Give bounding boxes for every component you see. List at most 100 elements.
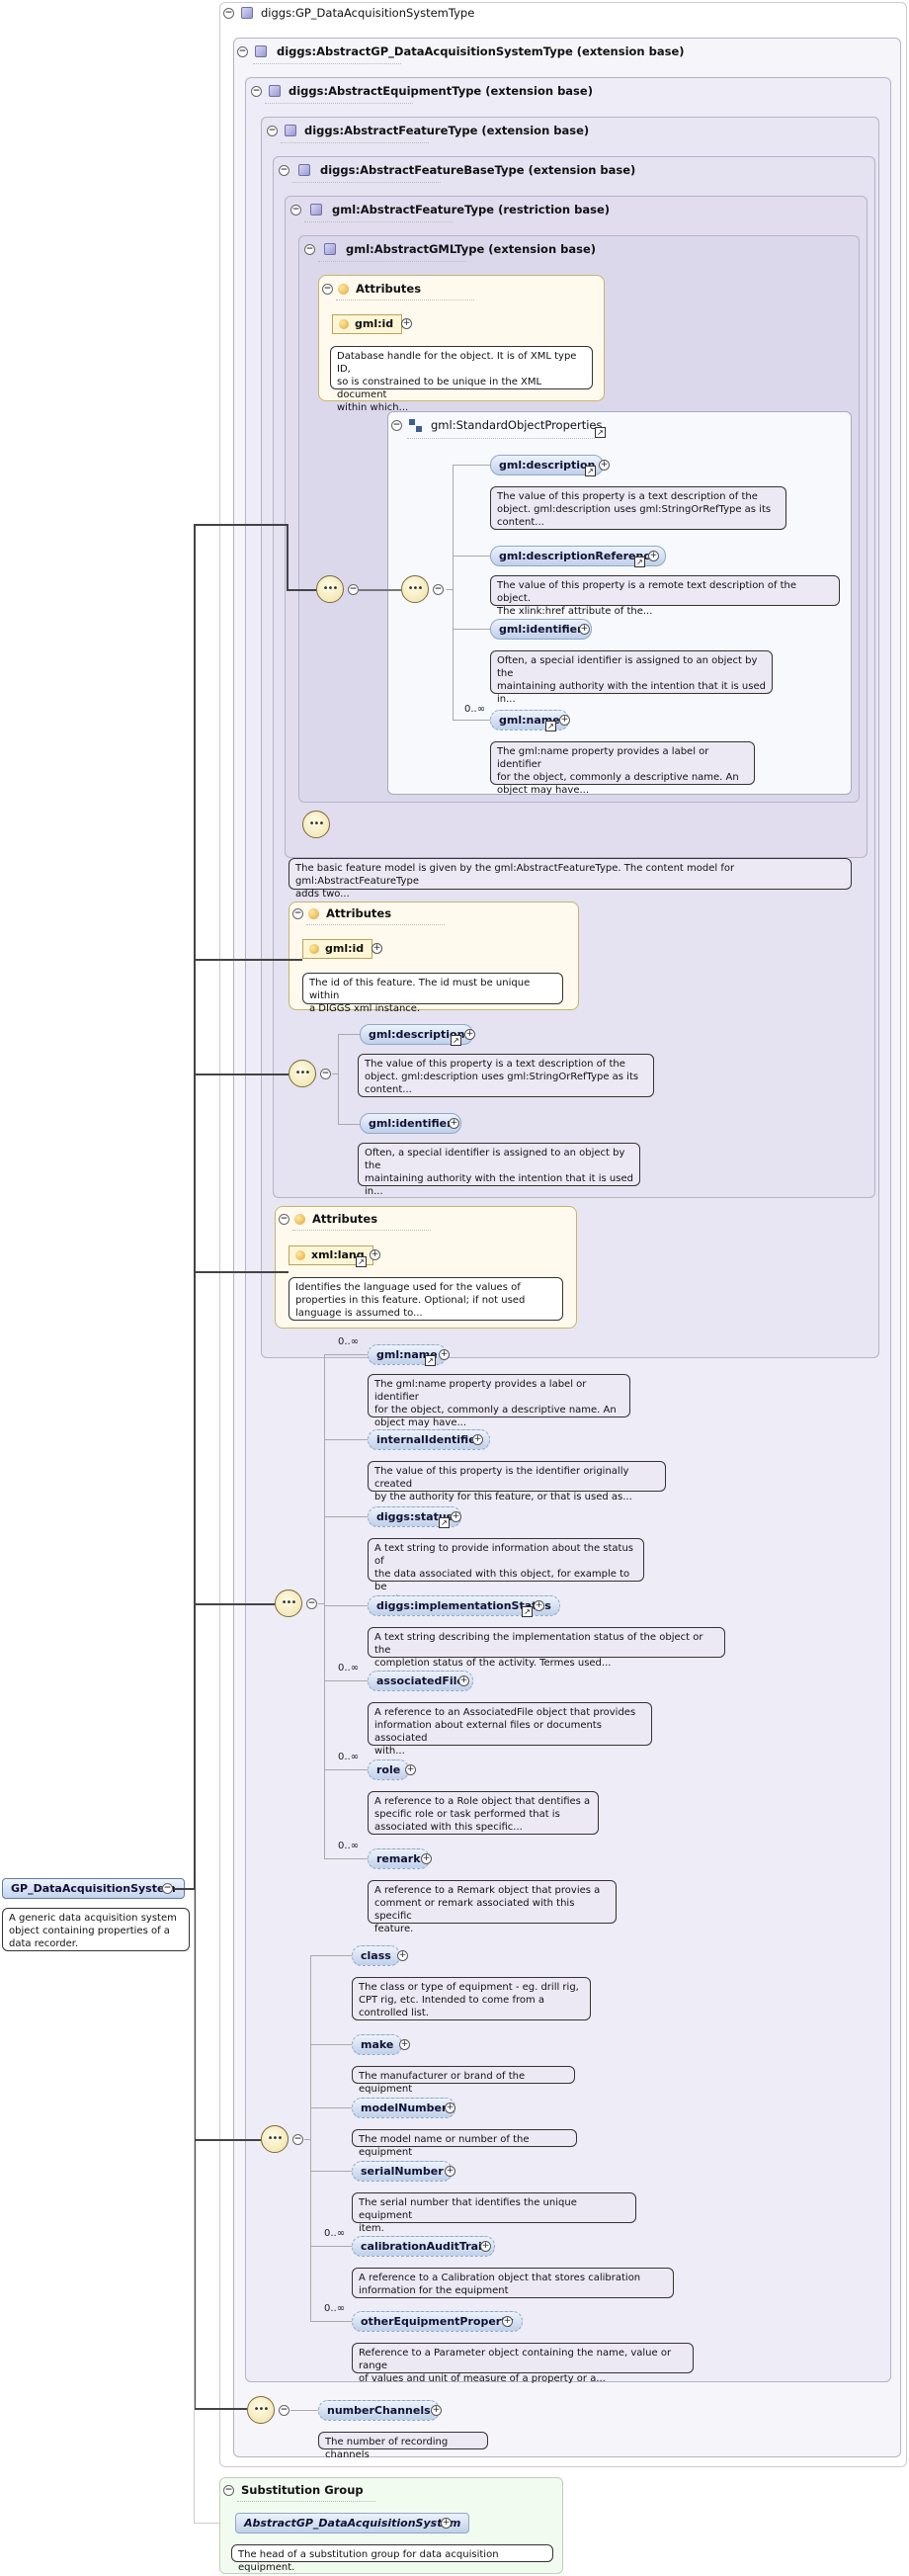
collapse-toggle[interactable]: − [306,1598,317,1609]
attribute-gml-id[interactable]: gml:id [332,314,403,334]
expand-icon[interactable]: + [372,943,382,954]
doc-line: data recorder. [9,1938,79,1949]
connector-line [310,1955,311,2321]
collapse-toggle[interactable]: − [322,284,333,295]
connector-line [324,1516,368,1517]
expand-icon[interactable]: + [445,2166,455,2177]
element-abstract-gp-data-acquisition-system[interactable]: AbstractGP_DataAcquisitionSystem [235,2513,470,2533]
element-role[interactable]: role [368,1760,410,1780]
element-class[interactable]: class [352,1945,400,1966]
collapse-toggle[interactable]: − [292,2134,303,2145]
element-make[interactable]: make [352,2034,403,2055]
doc-line: object may have... [497,785,590,796]
element-remark[interactable]: remark [368,1848,430,1869]
doc-line: The value of this property is a remote t… [497,580,797,604]
attribute-xml-lang[interactable]: xml:lang [289,1245,373,1265]
link-icon[interactable]: ↗ [425,1355,436,1366]
doc-line: The gml:name property provides a label o… [497,746,709,770]
element-gml-description[interactable]: gml:description [360,1024,474,1045]
element-other-equipment-property[interactable]: otherEquipmentProperty [352,2311,523,2332]
collapse-toggle[interactable]: − [433,584,444,595]
link-icon[interactable]: ↗ [545,721,556,731]
element-doc: Reference to a Parameter object containi… [352,2343,694,2384]
sequence-icon: ••• [261,2125,289,2153]
expand-icon[interactable]: + [458,1675,469,1686]
expand-icon[interactable]: + [464,1029,475,1040]
link-icon[interactable]: ↗ [634,557,645,567]
doc-line: Identifies the language used for the val… [295,1282,521,1293]
collapse-toggle[interactable]: − [391,420,402,431]
collapse-toggle[interactable]: − [267,126,278,136]
expand-icon[interactable]: + [421,1853,432,1864]
expand-icon[interactable]: + [441,2518,452,2529]
expand-icon[interactable]: + [439,1349,450,1360]
expand-icon[interactable]: + [472,1434,483,1445]
expand-icon[interactable]: + [559,715,570,726]
element-number-channels[interactable]: numberChannels [318,2400,440,2421]
element-gml-description[interactable]: gml:description [490,455,605,475]
element-doc: A reference to a Remark object that prov… [368,1880,617,1934]
expand-icon[interactable]: + [431,2405,442,2416]
connector-line [338,1034,339,1125]
doc-line: the data associated with this object, fo… [374,1569,630,1592]
collapse-toggle[interactable]: − [223,8,234,19]
element-doc: The value of this property is a remote t… [490,575,840,617]
separator [304,221,453,222]
doc-line: within which... [337,402,409,413]
expand-icon[interactable]: + [445,2103,455,2113]
link-icon[interactable]: ↗ [585,466,596,476]
link-icon[interactable]: ↗ [522,1606,533,1617]
expand-icon[interactable]: + [480,2241,491,2252]
element-internal-identifier[interactable]: internalIdentifier [368,1429,491,1450]
link-icon[interactable]: ↗ [356,1256,367,1267]
root-element-gp-data-acquisition-system[interactable]: GP_DataAcquisitionSystem [2,1878,185,1899]
expand-icon[interactable]: + [370,1249,380,1260]
link-icon[interactable]: ↗ [439,1517,450,1528]
attributes-title: Attributes [356,282,422,296]
collapse-toggle[interactable]: − [237,46,248,57]
expand-icon[interactable]: + [599,460,610,471]
collapse-toggle[interactable]: − [223,2485,234,2496]
element-serial-number[interactable]: serialNumber [352,2161,453,2182]
element-doc: The manufacturer or brand of the equipme… [352,2066,575,2095]
collapse-toggle[interactable]: − [251,86,262,97]
element-diggs-status[interactable]: diggs:status [368,1506,462,1527]
element-calibration-audit-trail[interactable]: calibrationAuditTrail [352,2236,495,2257]
link-icon[interactable]: ↗ [451,1035,461,1046]
connector-line [194,1073,289,1075]
attribute-doc: The id of this feature. The id must be u… [302,973,563,1014]
link-icon[interactable]: ↗ [595,427,606,438]
element-gml-identifier[interactable]: gml:identifier [490,619,592,640]
group-reference-icon: ••• [401,575,429,603]
doc-line: object containing properties of a [9,1926,170,1936]
expand-icon[interactable]: + [399,2039,410,2050]
element-associated-file[interactable]: associatedFile [368,1671,473,1691]
collapse-toggle[interactable]: − [304,244,315,255]
collapse-toggle[interactable]: − [279,1214,289,1225]
element-gml-identifier[interactable]: gml:identifier [360,1113,461,1134]
collapse-toggle[interactable]: − [162,1883,173,1894]
expand-icon[interactable]: + [397,1950,408,1961]
expand-icon[interactable]: + [449,1118,459,1129]
substitution-group-title: Substitution Group [241,2483,364,2497]
doc-line: information for the equipment [359,2285,509,2296]
complex-type-icon [298,164,310,176]
expand-icon[interactable]: + [405,1764,416,1775]
expand-icon[interactable]: + [534,1600,544,1611]
element-gml-description-reference[interactable]: gml:descriptionReference [490,546,667,566]
collapse-toggle[interactable]: − [290,205,301,215]
expand-icon[interactable]: + [579,624,590,635]
element-diggs-implementation-status[interactable]: diggs:implementationStatus [368,1595,560,1616]
expand-icon[interactable]: + [502,2316,513,2327]
collapse-toggle[interactable]: − [279,165,289,176]
expand-icon[interactable]: + [451,1511,461,1522]
expand-icon[interactable]: + [648,551,659,561]
attribute-gml-id[interactable]: gml:id [302,939,373,959]
element-gml-name[interactable]: gml:name [490,710,569,730]
collapse-toggle[interactable]: − [320,1069,331,1079]
expand-icon[interactable]: + [401,318,412,329]
element-model-number[interactable]: modelNumber [352,2098,456,2118]
collapse-toggle[interactable]: − [279,2405,289,2416]
collapse-toggle[interactable]: − [292,908,303,919]
doc-line: object. gml:description uses gml:StringO… [497,504,772,515]
